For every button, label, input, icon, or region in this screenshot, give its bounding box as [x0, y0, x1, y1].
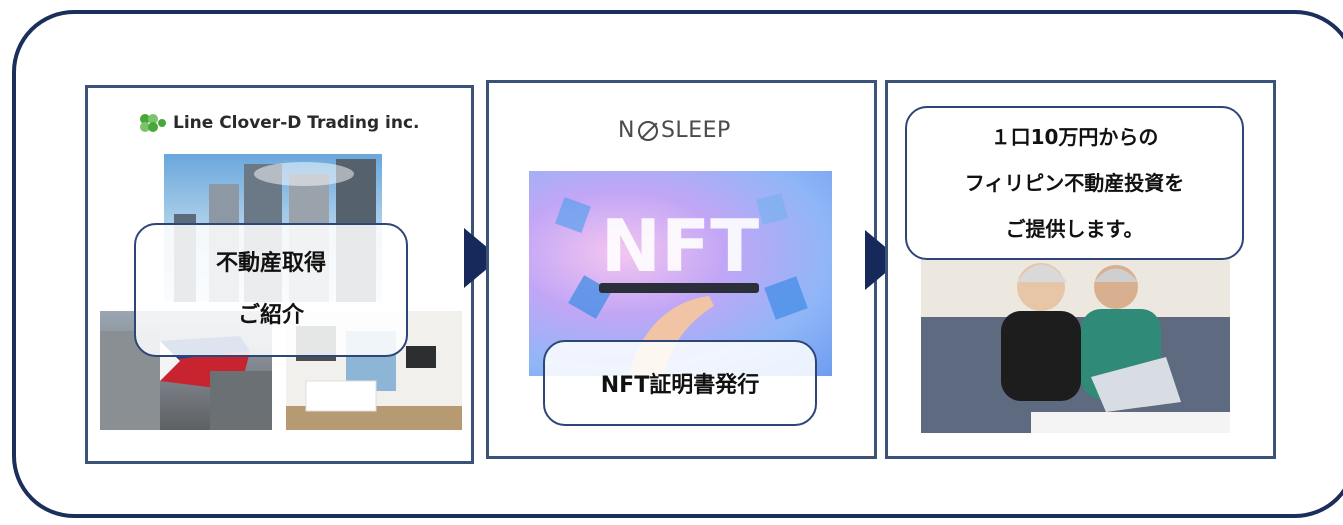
callout-real-estate: 不動産取得 ご紹介	[134, 223, 408, 357]
outer-frame	[12, 10, 1343, 518]
callout-line: ご紹介	[237, 303, 304, 328]
nosleep-logo-left: N	[618, 118, 635, 143]
callout-line: 不動産取得	[215, 251, 326, 276]
nosleep-logo: N SLEEP	[618, 118, 731, 143]
clover-icon	[140, 114, 166, 132]
callout-line: １口10万円からの	[990, 125, 1159, 149]
company-logo: Line Clover-D Trading inc.	[137, 113, 420, 133]
callout-line: NFT証明書発行	[600, 373, 760, 398]
callout-investment: １口10万円からの フィリピン不動産投資を ご提供します。	[905, 106, 1244, 260]
nft-image-text: NFT	[601, 204, 760, 288]
callout-line: フィリピン不動産投資を	[964, 171, 1185, 195]
senior-couple-laptop-photo	[921, 227, 1230, 433]
nosleep-logo-right: SLEEP	[660, 118, 731, 143]
company-logo-text: Line Clover-D Trading inc.	[173, 113, 420, 133]
callout-line: ご提供します。	[1005, 217, 1144, 241]
zzz-icon	[637, 120, 658, 141]
callout-nft: NFT証明書発行	[543, 340, 817, 426]
